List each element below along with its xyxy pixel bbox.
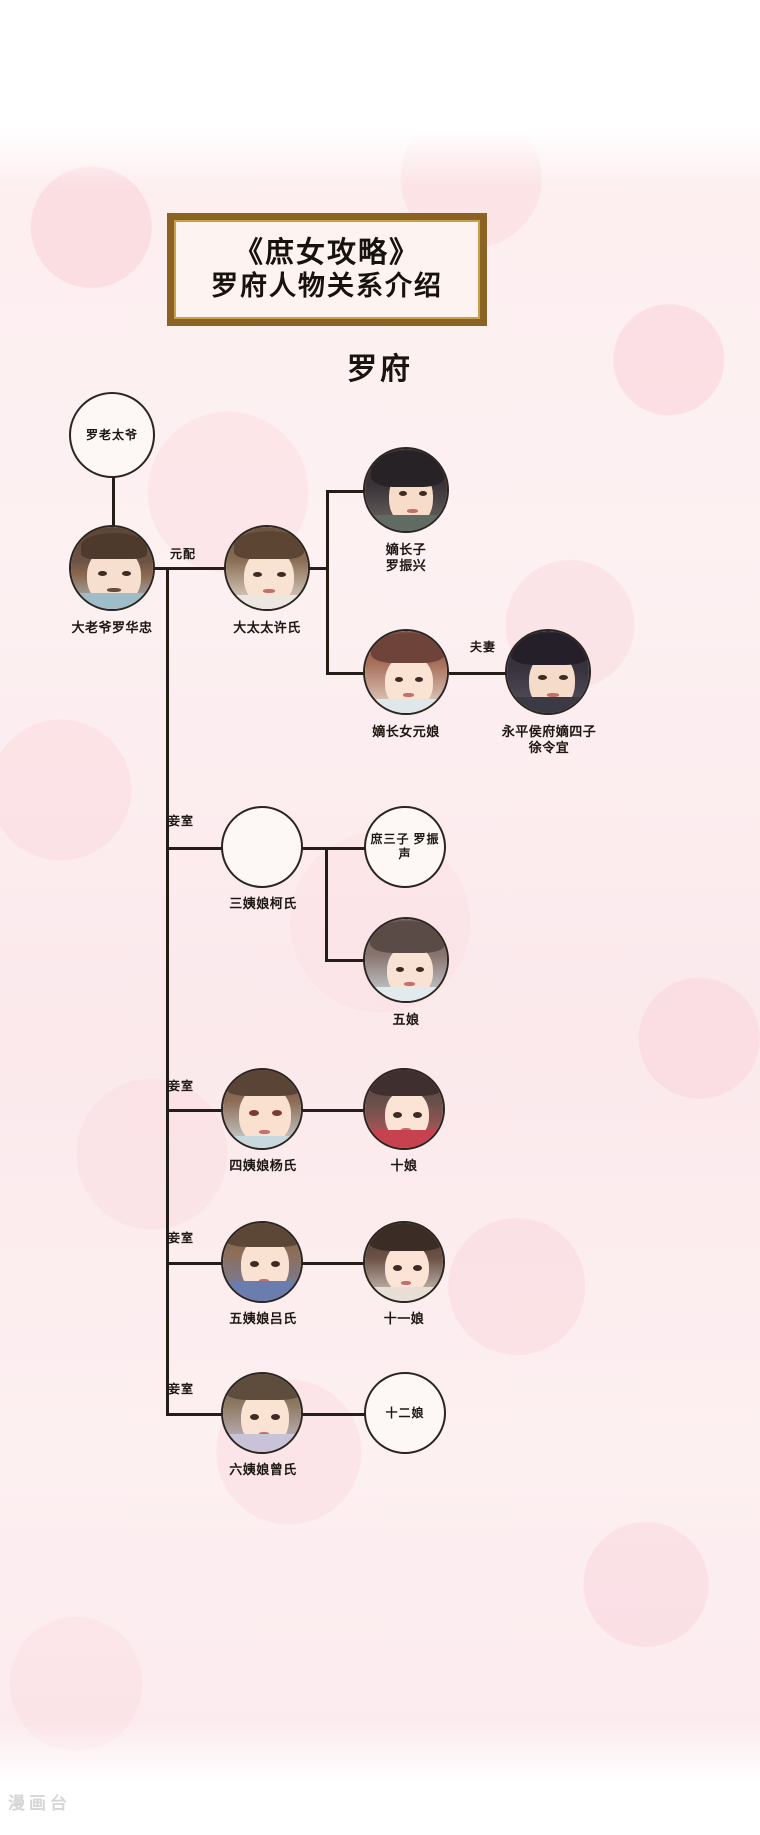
master-portrait[interactable] bbox=[69, 525, 155, 611]
concubine-5-portrait[interactable] bbox=[221, 1221, 303, 1303]
grandfather-label: 罗老太爷 bbox=[85, 427, 138, 442]
portrait-art-madam bbox=[226, 527, 308, 609]
concubine-3-caption: 三姨娘柯氏 bbox=[229, 896, 297, 911]
line-to-concubine4 bbox=[166, 1109, 223, 1112]
portrait-art-fifth-daughter bbox=[365, 919, 447, 1001]
concubine-3-circle[interactable] bbox=[221, 806, 303, 888]
eldest-daughter-caption: 嫡长女元娘 bbox=[372, 724, 440, 739]
relation-tag-concubine-5: 妾室 bbox=[167, 1231, 194, 1245]
relation-tag-couple: 夫妻 bbox=[469, 640, 496, 654]
concubine-6-portrait[interactable] bbox=[221, 1372, 303, 1454]
section-title: 罗府 bbox=[347, 353, 413, 386]
concubine-6-caption: 六姨娘曾氏 bbox=[229, 1462, 297, 1477]
portrait-art-master bbox=[71, 527, 153, 609]
tenth-daughter-portrait[interactable] bbox=[363, 1068, 445, 1150]
twelfth-daughter-label: 十二娘 bbox=[385, 1405, 425, 1420]
title-banner-inner-border bbox=[174, 220, 480, 319]
portrait-art-eldest-daughter bbox=[365, 631, 447, 713]
line-concubine3-children-bracket bbox=[325, 847, 328, 961]
title-banner-text: 《庶女攻略》 罗府人物关系介绍 bbox=[167, 213, 487, 326]
son-in-law-portrait[interactable] bbox=[505, 629, 591, 715]
portrait-art-eleventh-daughter bbox=[365, 1223, 443, 1301]
concubine-4-portrait[interactable] bbox=[221, 1068, 303, 1150]
title-line-1: 《庶女攻略》 bbox=[233, 237, 420, 269]
tenth-daughter-caption: 十娘 bbox=[390, 1158, 418, 1173]
title-banner bbox=[167, 213, 487, 326]
relation-tag-first-wife: 元配 bbox=[169, 547, 196, 561]
concubine-5-caption: 五姨娘吕氏 bbox=[229, 1311, 297, 1326]
line-to-concubine5 bbox=[166, 1262, 223, 1265]
line-concubine4-to-tenth bbox=[301, 1109, 365, 1112]
portrait-art-concubine-6 bbox=[223, 1374, 301, 1452]
line-madam-children-bracket bbox=[326, 490, 329, 675]
line-to-third-son bbox=[325, 847, 365, 850]
madam-portrait[interactable] bbox=[224, 525, 310, 611]
line-couple-eldest-daughter bbox=[449, 672, 517, 675]
third-son-label: 庶三子 罗振声 bbox=[370, 832, 440, 861]
grandfather-circle[interactable]: 罗老太爷 bbox=[69, 392, 155, 478]
eldest-son-portrait[interactable] bbox=[363, 447, 449, 533]
line-to-concubine6 bbox=[166, 1413, 223, 1416]
relation-tag-concubine-3: 妾室 bbox=[167, 814, 194, 828]
line-master-to-madam bbox=[137, 567, 229, 570]
portrait-art-eldest-son bbox=[365, 449, 447, 531]
line-concubine6-to-twelfth bbox=[301, 1413, 365, 1416]
line-to-eldest-daughter bbox=[326, 672, 366, 675]
madam-caption: 大太太许氏 bbox=[233, 620, 301, 635]
line-concubine3-to-children bbox=[301, 847, 327, 850]
son-in-law-caption: 永平侯府嫡四子 徐令宜 bbox=[501, 724, 597, 755]
fifth-daughter-caption: 五娘 bbox=[392, 1012, 420, 1027]
portrait-art-tenth-daughter bbox=[365, 1070, 443, 1148]
twelfth-daughter-circle[interactable]: 十二娘 bbox=[364, 1372, 446, 1454]
master-caption: 大老爷罗华忠 bbox=[71, 620, 153, 635]
line-to-concubine3 bbox=[166, 847, 223, 850]
eldest-daughter-portrait[interactable] bbox=[363, 629, 449, 715]
line-master-spine bbox=[166, 567, 169, 1413]
background-fade-top bbox=[0, 128, 760, 188]
relation-tag-concubine-4: 妾室 bbox=[167, 1079, 194, 1093]
concubine-4-caption: 四姨娘杨氏 bbox=[229, 1158, 297, 1173]
watermark: 漫画台 bbox=[8, 1794, 71, 1813]
line-grandfather-to-master bbox=[112, 465, 115, 540]
eleventh-daughter-caption: 十一娘 bbox=[383, 1311, 425, 1326]
eldest-son-caption: 嫡长子 罗振兴 bbox=[385, 542, 427, 573]
portrait-art-concubine-4 bbox=[223, 1070, 301, 1148]
portrait-art-son-in-law bbox=[507, 631, 589, 713]
line-to-fifth-daughter bbox=[325, 959, 365, 962]
portrait-art-concubine-5 bbox=[223, 1223, 301, 1301]
relation-tag-concubine-6: 妾室 bbox=[167, 1382, 194, 1396]
title-line-2: 罗府人物关系介绍 bbox=[211, 271, 443, 301]
third-son-circle[interactable]: 庶三子 罗振声 bbox=[364, 806, 446, 888]
background-fade-bottom bbox=[0, 1723, 760, 1783]
line-to-eldest-son bbox=[326, 490, 366, 493]
line-concubine5-to-eleventh bbox=[301, 1262, 365, 1265]
line-madam-to-children bbox=[293, 567, 328, 570]
fifth-daughter-portrait[interactable] bbox=[363, 917, 449, 1003]
eleventh-daughter-portrait[interactable] bbox=[363, 1221, 445, 1303]
